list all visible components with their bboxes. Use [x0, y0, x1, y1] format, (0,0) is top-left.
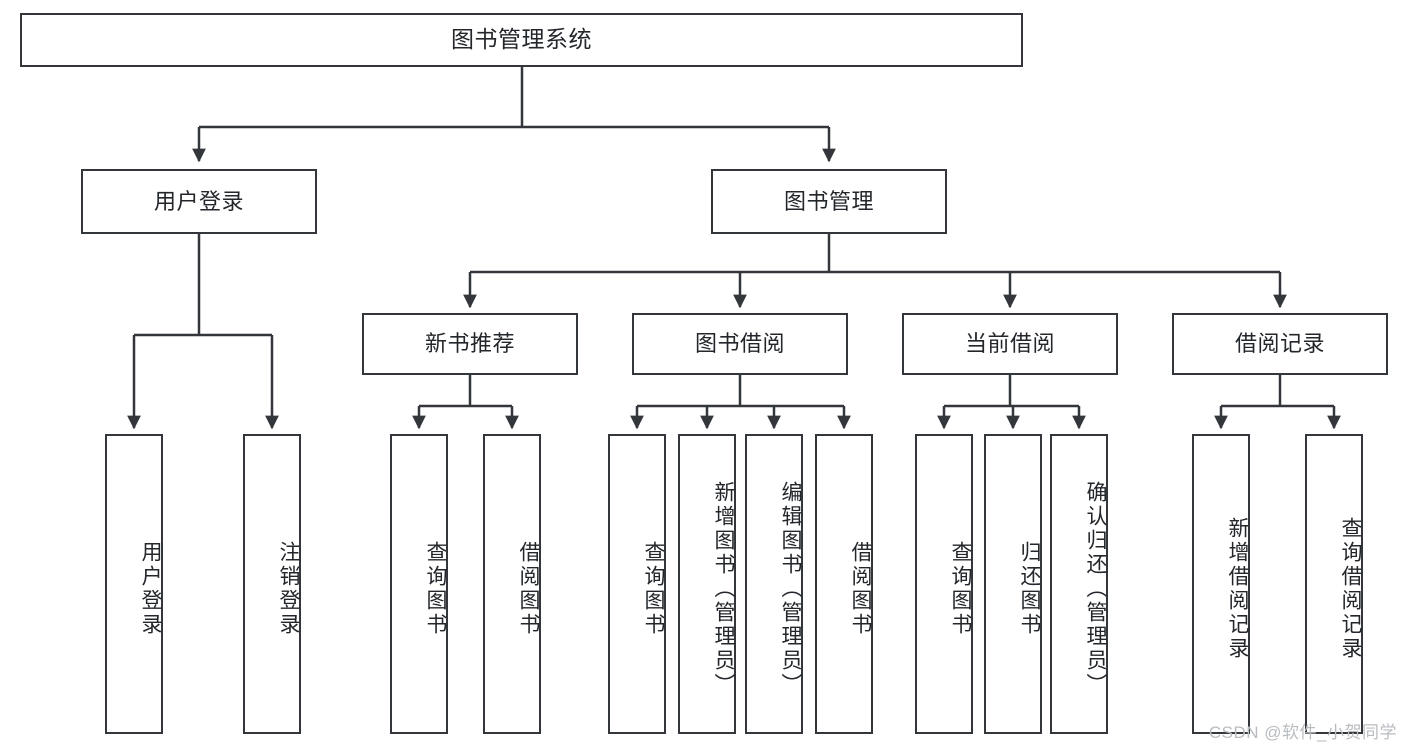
node-label: 借阅图书 — [849, 541, 872, 637]
node-label: 新增图书（管理员） — [712, 481, 735, 697]
node-label: 编辑图书（管理员） — [779, 481, 802, 697]
node-label: 新增借阅记录 — [1226, 517, 1249, 661]
leaf-add-book-admin[interactable]: 新增图书（管理员） — [678, 434, 736, 734]
node-label: 查询图书 — [642, 541, 665, 637]
node-user-login[interactable]: 用户登录 — [81, 169, 317, 234]
leaf-logout[interactable]: 注销登录 — [243, 434, 301, 734]
node-root-system[interactable]: 图书管理系统 — [20, 13, 1023, 67]
leaf-return-book[interactable]: 归还图书 — [984, 434, 1042, 734]
node-label: 借阅记录 — [1234, 331, 1325, 357]
node-label: 用户登录 — [139, 541, 162, 637]
node-label: 查询借阅记录 — [1339, 517, 1362, 661]
leaf-borrow-book[interactable]: 借阅图书 — [815, 434, 873, 734]
node-label: 当前借阅 — [964, 331, 1055, 357]
node-borrow-records[interactable]: 借阅记录 — [1172, 313, 1388, 375]
leaf-borrow-book-recommend[interactable]: 借阅图书 — [483, 434, 541, 734]
leaf-edit-book-admin[interactable]: 编辑图书（管理员） — [745, 434, 803, 734]
node-label: 用户登录 — [153, 188, 244, 214]
node-label: 借阅图书 — [517, 541, 540, 637]
node-label: 查询图书 — [949, 541, 972, 637]
node-label: 查询图书 — [424, 541, 447, 637]
leaf-add-borrow-record[interactable]: 新增借阅记录 — [1192, 434, 1250, 734]
watermark: CSDN @软件_小贺同学 — [1208, 723, 1397, 742]
node-new-book-recommend[interactable]: 新书推荐 — [362, 313, 578, 375]
leaf-query-book-recommend[interactable]: 查询图书 — [390, 434, 448, 734]
node-label: 新书推荐 — [424, 331, 515, 357]
node-label: 图书管理系统 — [451, 26, 592, 53]
node-label: 注销登录 — [277, 541, 300, 637]
leaf-query-borrow-record[interactable]: 查询借阅记录 — [1305, 434, 1363, 734]
node-label: 归还图书 — [1018, 541, 1041, 637]
node-label: 确认归还（管理员） — [1084, 481, 1107, 697]
leaf-user-login[interactable]: 用户登录 — [105, 434, 163, 734]
leaf-query-book-current[interactable]: 查询图书 — [915, 434, 973, 734]
node-current-borrow[interactable]: 当前借阅 — [902, 313, 1118, 375]
node-book-management[interactable]: 图书管理 — [711, 169, 947, 234]
node-label: 图书借阅 — [694, 331, 785, 357]
leaf-query-book-borrow[interactable]: 查询图书 — [608, 434, 666, 734]
node-label: 图书管理 — [783, 188, 874, 214]
leaf-confirm-return-admin[interactable]: 确认归还（管理员） — [1050, 434, 1108, 734]
node-book-borrow[interactable]: 图书借阅 — [632, 313, 848, 375]
